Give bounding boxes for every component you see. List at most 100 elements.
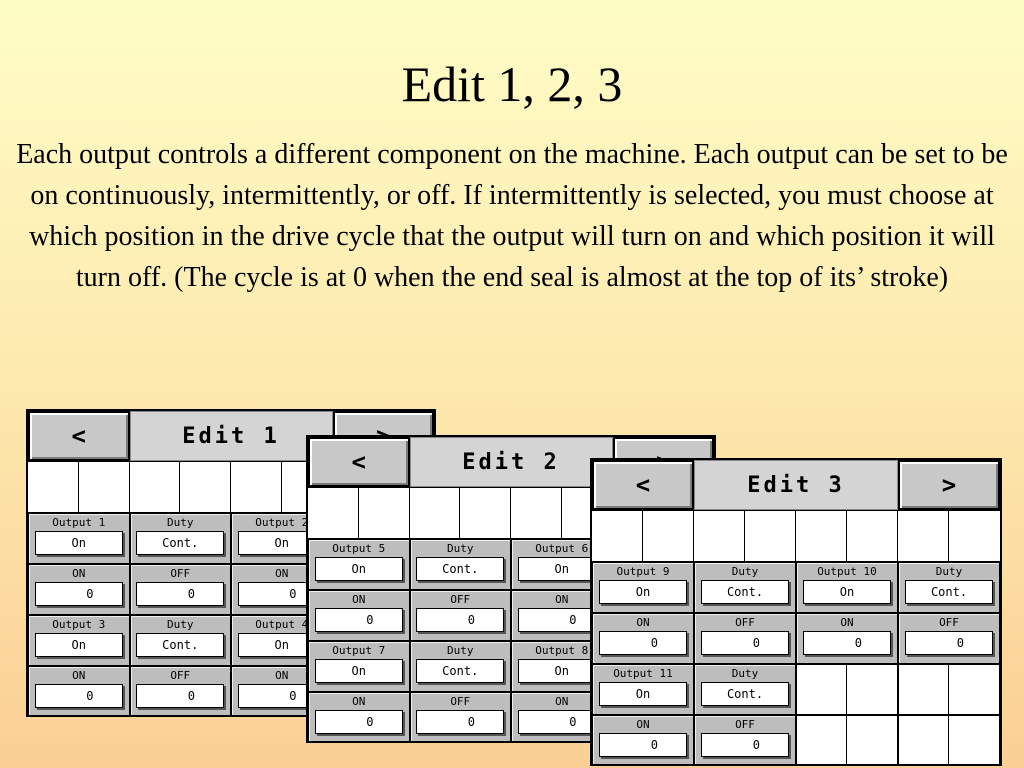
position-value-button[interactable]: 0 (701, 733, 789, 757)
setting-label: ON (636, 616, 650, 629)
setting-label: ON (636, 718, 650, 731)
setting-cell: Output 5 On (308, 539, 410, 590)
setting-cell: OFF 0 (694, 613, 796, 664)
setting-cell: Output 1 On (28, 513, 130, 564)
empty-cell (898, 715, 1000, 764)
position-value-button[interactable]: 0 (803, 631, 891, 655)
setting-value-button[interactable]: Cont. (701, 580, 789, 604)
setting-cell: OFF 0 (129, 564, 231, 615)
position-value-button[interactable]: 0 (416, 608, 505, 632)
position-value-button[interactable]: 0 (599, 631, 687, 655)
setting-label: Duty (935, 565, 963, 578)
position-value-button[interactable]: 0 (416, 710, 505, 734)
prev-button[interactable]: < (308, 437, 410, 487)
empty-cell (796, 664, 898, 715)
position-value-button[interactable]: 0 (34, 684, 123, 708)
empty-cell (898, 664, 1000, 715)
position-value-button[interactable]: 0 (136, 582, 225, 606)
setting-value-button[interactable]: Cont. (905, 580, 993, 604)
panel-title: Edit 3 (694, 460, 898, 510)
setting-label: Output 8 (535, 644, 589, 657)
setting-label: ON (352, 695, 366, 708)
setting-value-button[interactable]: Cont. (136, 531, 225, 555)
setting-value-button[interactable]: On (34, 531, 123, 555)
setting-value-button[interactable]: On (314, 557, 403, 581)
setting-label: Duty (447, 542, 474, 555)
setting-cell: Output 11 On (592, 664, 694, 715)
setting-cell: Output 7 On (308, 641, 410, 692)
setting-label: Output 1 (52, 516, 106, 529)
setting-label: Duty (731, 667, 759, 680)
position-value-button[interactable]: 0 (701, 631, 789, 655)
prev-button[interactable]: < (592, 460, 694, 510)
setting-label: ON (72, 669, 86, 682)
setting-label: Duty (167, 516, 194, 529)
panel-title: Edit 1 (129, 411, 333, 461)
setting-value-button[interactable]: Cont. (416, 557, 505, 581)
setting-label: OFF (450, 593, 471, 606)
setting-label: Output 10 (817, 565, 877, 578)
setting-label: OFF (939, 616, 959, 629)
setting-cell: OFF 0 (694, 715, 796, 764)
setting-cell: OFF 0 (409, 692, 511, 741)
setting-cell: ON 0 (308, 692, 410, 741)
setting-value-button[interactable]: On (34, 633, 123, 657)
setting-cell: ON 0 (592, 613, 694, 664)
position-value-button[interactable]: 0 (34, 582, 123, 606)
setting-label: Output 2 (255, 516, 309, 529)
setting-cell: ON 0 (308, 590, 410, 641)
position-value-button[interactable]: 0 (599, 733, 687, 757)
setting-cell: ON 0 (592, 715, 694, 764)
setting-cell: OFF 0 (129, 666, 231, 715)
setting-value-button[interactable]: Cont. (136, 633, 225, 657)
setting-label: Output 4 (255, 618, 309, 631)
setting-label: ON (275, 567, 289, 580)
slide-description: Each output controls a different compone… (16, 139, 1008, 293)
setting-value-button[interactable]: Cont. (416, 659, 505, 683)
prev-button[interactable]: < (28, 411, 130, 461)
setting-label: Output 5 (332, 542, 386, 555)
blank-row (592, 510, 1000, 562)
position-value-button[interactable]: 0 (136, 684, 225, 708)
setting-label: OFF (170, 669, 191, 682)
next-button[interactable]: > (898, 460, 1000, 510)
setting-cell: Output 10 On (796, 562, 898, 613)
setting-label: OFF (170, 567, 191, 580)
setting-value-button[interactable]: On (599, 580, 687, 604)
setting-value-button[interactable]: On (803, 580, 891, 604)
position-value-button[interactable]: 0 (905, 631, 993, 655)
setting-label: OFF (735, 616, 755, 629)
setting-label: ON (555, 593, 569, 606)
setting-cell: Output 9 On (592, 562, 694, 613)
setting-label: Output 9 (616, 565, 670, 578)
setting-label: Output 11 (613, 667, 673, 680)
position-value-button[interactable]: 0 (314, 710, 403, 734)
setting-label: ON (275, 669, 289, 682)
setting-label: Duty (731, 565, 759, 578)
setting-cell: OFF 0 (898, 613, 1000, 664)
panel-title: Edit 2 (409, 437, 613, 487)
setting-label: Duty (447, 644, 474, 657)
setting-label: OFF (735, 718, 755, 731)
setting-value-button[interactable]: On (314, 659, 403, 683)
empty-cell (796, 715, 898, 764)
position-value-button[interactable]: 0 (314, 608, 403, 632)
setting-label: OFF (450, 695, 471, 708)
setting-label: ON (352, 593, 366, 606)
setting-value-button[interactable]: Cont. (701, 682, 789, 706)
setting-value-button[interactable]: On (599, 682, 687, 706)
setting-label: ON (555, 695, 569, 708)
setting-label: Output 7 (332, 644, 386, 657)
setting-label: Duty (167, 618, 194, 631)
slide-title: Edit 1, 2, 3 (401, 56, 623, 112)
